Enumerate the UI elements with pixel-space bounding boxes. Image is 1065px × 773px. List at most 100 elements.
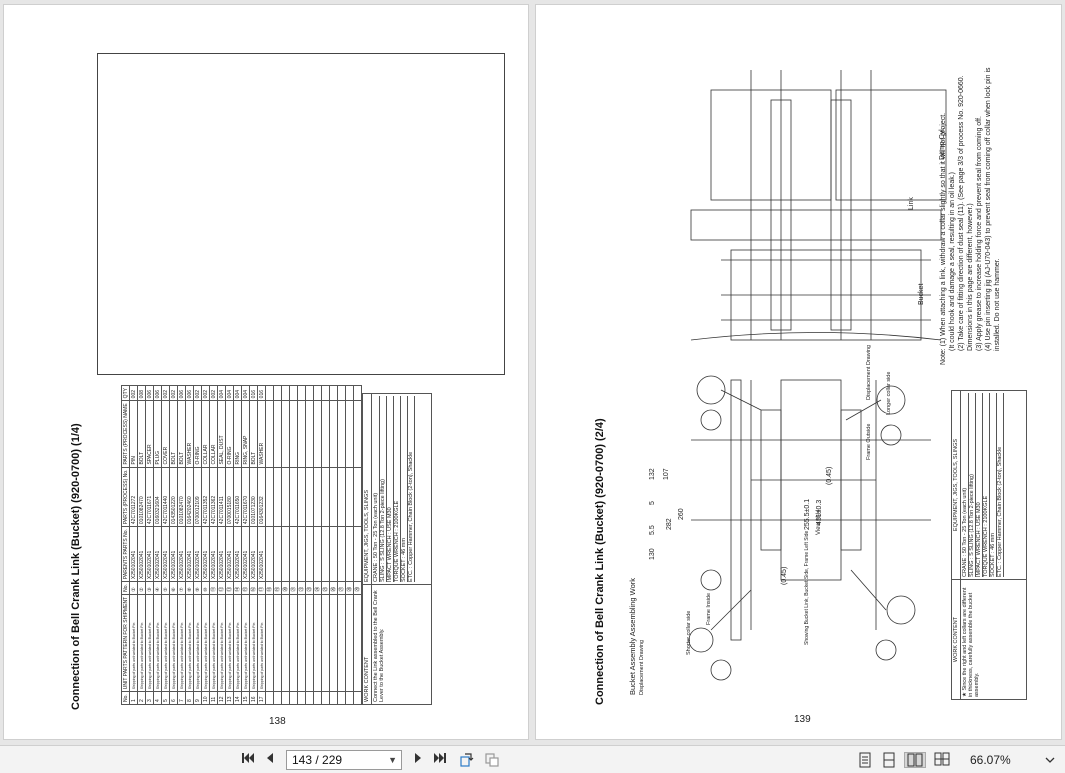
label-showing-note: Showing Bucket Link, Bucket Side, Frame … bbox=[804, 530, 810, 645]
page-number: 138 bbox=[269, 716, 286, 727]
two-page-continuous-icon bbox=[934, 752, 950, 766]
table-cell: 016 bbox=[257, 385, 266, 401]
table-cell bbox=[297, 400, 306, 468]
table-cell: ⑰ bbox=[257, 581, 266, 595]
page-number-input[interactable]: 143 / 229 ▼ bbox=[286, 750, 402, 770]
table-cell bbox=[313, 385, 322, 401]
table-cell: 42C7011411 bbox=[217, 467, 226, 527]
first-page-button[interactable] bbox=[238, 752, 258, 768]
table-cell: O-RING bbox=[193, 400, 202, 468]
table-cell bbox=[345, 594, 354, 692]
table-cell bbox=[281, 526, 290, 582]
table-cell: 11 bbox=[209, 691, 218, 705]
rotate-back-button[interactable] bbox=[457, 752, 477, 768]
label-shorter-collar-side: Shorter collar side bbox=[686, 610, 692, 655]
zoom-level[interactable]: 66.07% bbox=[970, 753, 1011, 767]
table-cell bbox=[265, 400, 274, 468]
equipment-header: EQUIPMENT, JIGS, TOOLS, SLINGS bbox=[362, 393, 372, 585]
two-page-icon bbox=[907, 753, 923, 767]
table-header: No. bbox=[121, 581, 130, 595]
table-cell: X250102041 bbox=[209, 526, 218, 582]
table-cell: 5 bbox=[161, 691, 170, 705]
table-cell: COLLAR bbox=[201, 400, 210, 468]
table-cell: 006 bbox=[177, 385, 186, 401]
table-cell: ㉔ bbox=[313, 581, 322, 595]
table-cell: X250102041 bbox=[161, 526, 170, 582]
equipment-item: IMPACT WRENCH : USE M30 bbox=[387, 396, 394, 582]
table-cell bbox=[321, 400, 330, 468]
rotate-forward-button[interactable] bbox=[482, 752, 502, 768]
table-cell: 9 bbox=[193, 691, 202, 705]
table-cell: SPACER bbox=[145, 400, 154, 468]
work-content-header: WORK CONTENT bbox=[362, 584, 372, 705]
assembly-drawing bbox=[688, 70, 947, 681]
table-cell: RING bbox=[233, 400, 242, 468]
table-cell bbox=[313, 400, 322, 468]
table-cell bbox=[321, 467, 330, 527]
equipment-list: CRANE : 50 Ton - 25 Ton (each unit)SLING… bbox=[960, 390, 1027, 580]
two-page-view-button[interactable] bbox=[904, 752, 926, 768]
label-frame-inside: Frame Inside bbox=[706, 592, 712, 625]
note-item: (4) Use pin inserting jig (AJ-U70-043) t… bbox=[985, 67, 1001, 352]
dim-132: 132 bbox=[649, 468, 656, 480]
table-cell bbox=[273, 594, 282, 692]
table-cell: RING, SNAP bbox=[241, 400, 250, 468]
table-cell bbox=[353, 526, 362, 582]
table-cell: ㉙ bbox=[353, 581, 362, 595]
dim-107: 107 bbox=[663, 468, 670, 480]
table-cell: ㉕ bbox=[321, 581, 330, 595]
dim-255-5: 255.5±0.1 bbox=[804, 498, 811, 530]
table-cell: COVER bbox=[161, 400, 170, 468]
table-cell bbox=[329, 400, 338, 468]
table-cell: ㉖ bbox=[329, 581, 338, 595]
table-row: ⑱ bbox=[265, 385, 274, 705]
dim-0-45-b: (0.45) bbox=[781, 566, 788, 585]
pdf-page-139: Connection of Bell Crank Link (Bucket) (… bbox=[535, 4, 1062, 740]
table-cell: COLLAR bbox=[209, 400, 218, 468]
table-cell bbox=[321, 526, 330, 582]
table-row: ㉑ bbox=[289, 385, 298, 705]
table-cell: 002 bbox=[193, 385, 202, 401]
table-cell: 6 bbox=[169, 691, 178, 705]
document-viewport[interactable]: Connection of Bell Crank Link (Bucket) (… bbox=[0, 0, 1065, 745]
table-row: ㉙ bbox=[353, 385, 362, 705]
table-cell bbox=[281, 594, 290, 692]
note-item: (2) Take care of fitting direction of du… bbox=[958, 75, 974, 351]
table-cell bbox=[345, 691, 354, 705]
last-page-button[interactable] bbox=[430, 752, 450, 768]
next-page-button[interactable] bbox=[410, 752, 426, 768]
table-cell bbox=[273, 400, 282, 468]
single-page-view-button[interactable] bbox=[856, 752, 874, 768]
table-cell: 4 bbox=[153, 691, 162, 705]
table-cell: 004 bbox=[217, 385, 226, 401]
table-cell bbox=[329, 691, 338, 705]
table-cell bbox=[281, 691, 290, 705]
table-row: ㉗ bbox=[337, 385, 346, 705]
table-cell: 42C7011440 bbox=[161, 467, 170, 527]
table-cell bbox=[297, 467, 306, 527]
work-content-table: WORK CONTENT EQUIPMENT, JIGS, TOOLS, SLI… bbox=[362, 393, 432, 705]
zoom-dropdown-button[interactable] bbox=[1043, 752, 1057, 768]
table-cell: ⑩ bbox=[201, 581, 210, 595]
work-content-table: WORK CONTENT EQUIPMENT, JIGS, TOOLS, SLI… bbox=[951, 390, 1027, 700]
continuous-view-button[interactable] bbox=[880, 752, 898, 768]
previous-page-button[interactable] bbox=[262, 752, 278, 768]
equipment-item: CRANE : 50 Ton - 25 Ton (each unit) bbox=[962, 393, 969, 577]
table-cell bbox=[353, 385, 362, 401]
dim-282: 282 bbox=[666, 518, 673, 530]
table-cell: PIN bbox=[129, 400, 138, 468]
table-cell: Shipping of parts unit welded to Bucket … bbox=[193, 594, 202, 692]
two-page-continuous-button[interactable] bbox=[932, 752, 952, 768]
equipment-item: SOCKET : 46 mm bbox=[401, 396, 408, 582]
table-cell: X250102041 bbox=[185, 526, 194, 582]
table-cell: X250102041 bbox=[169, 526, 178, 582]
